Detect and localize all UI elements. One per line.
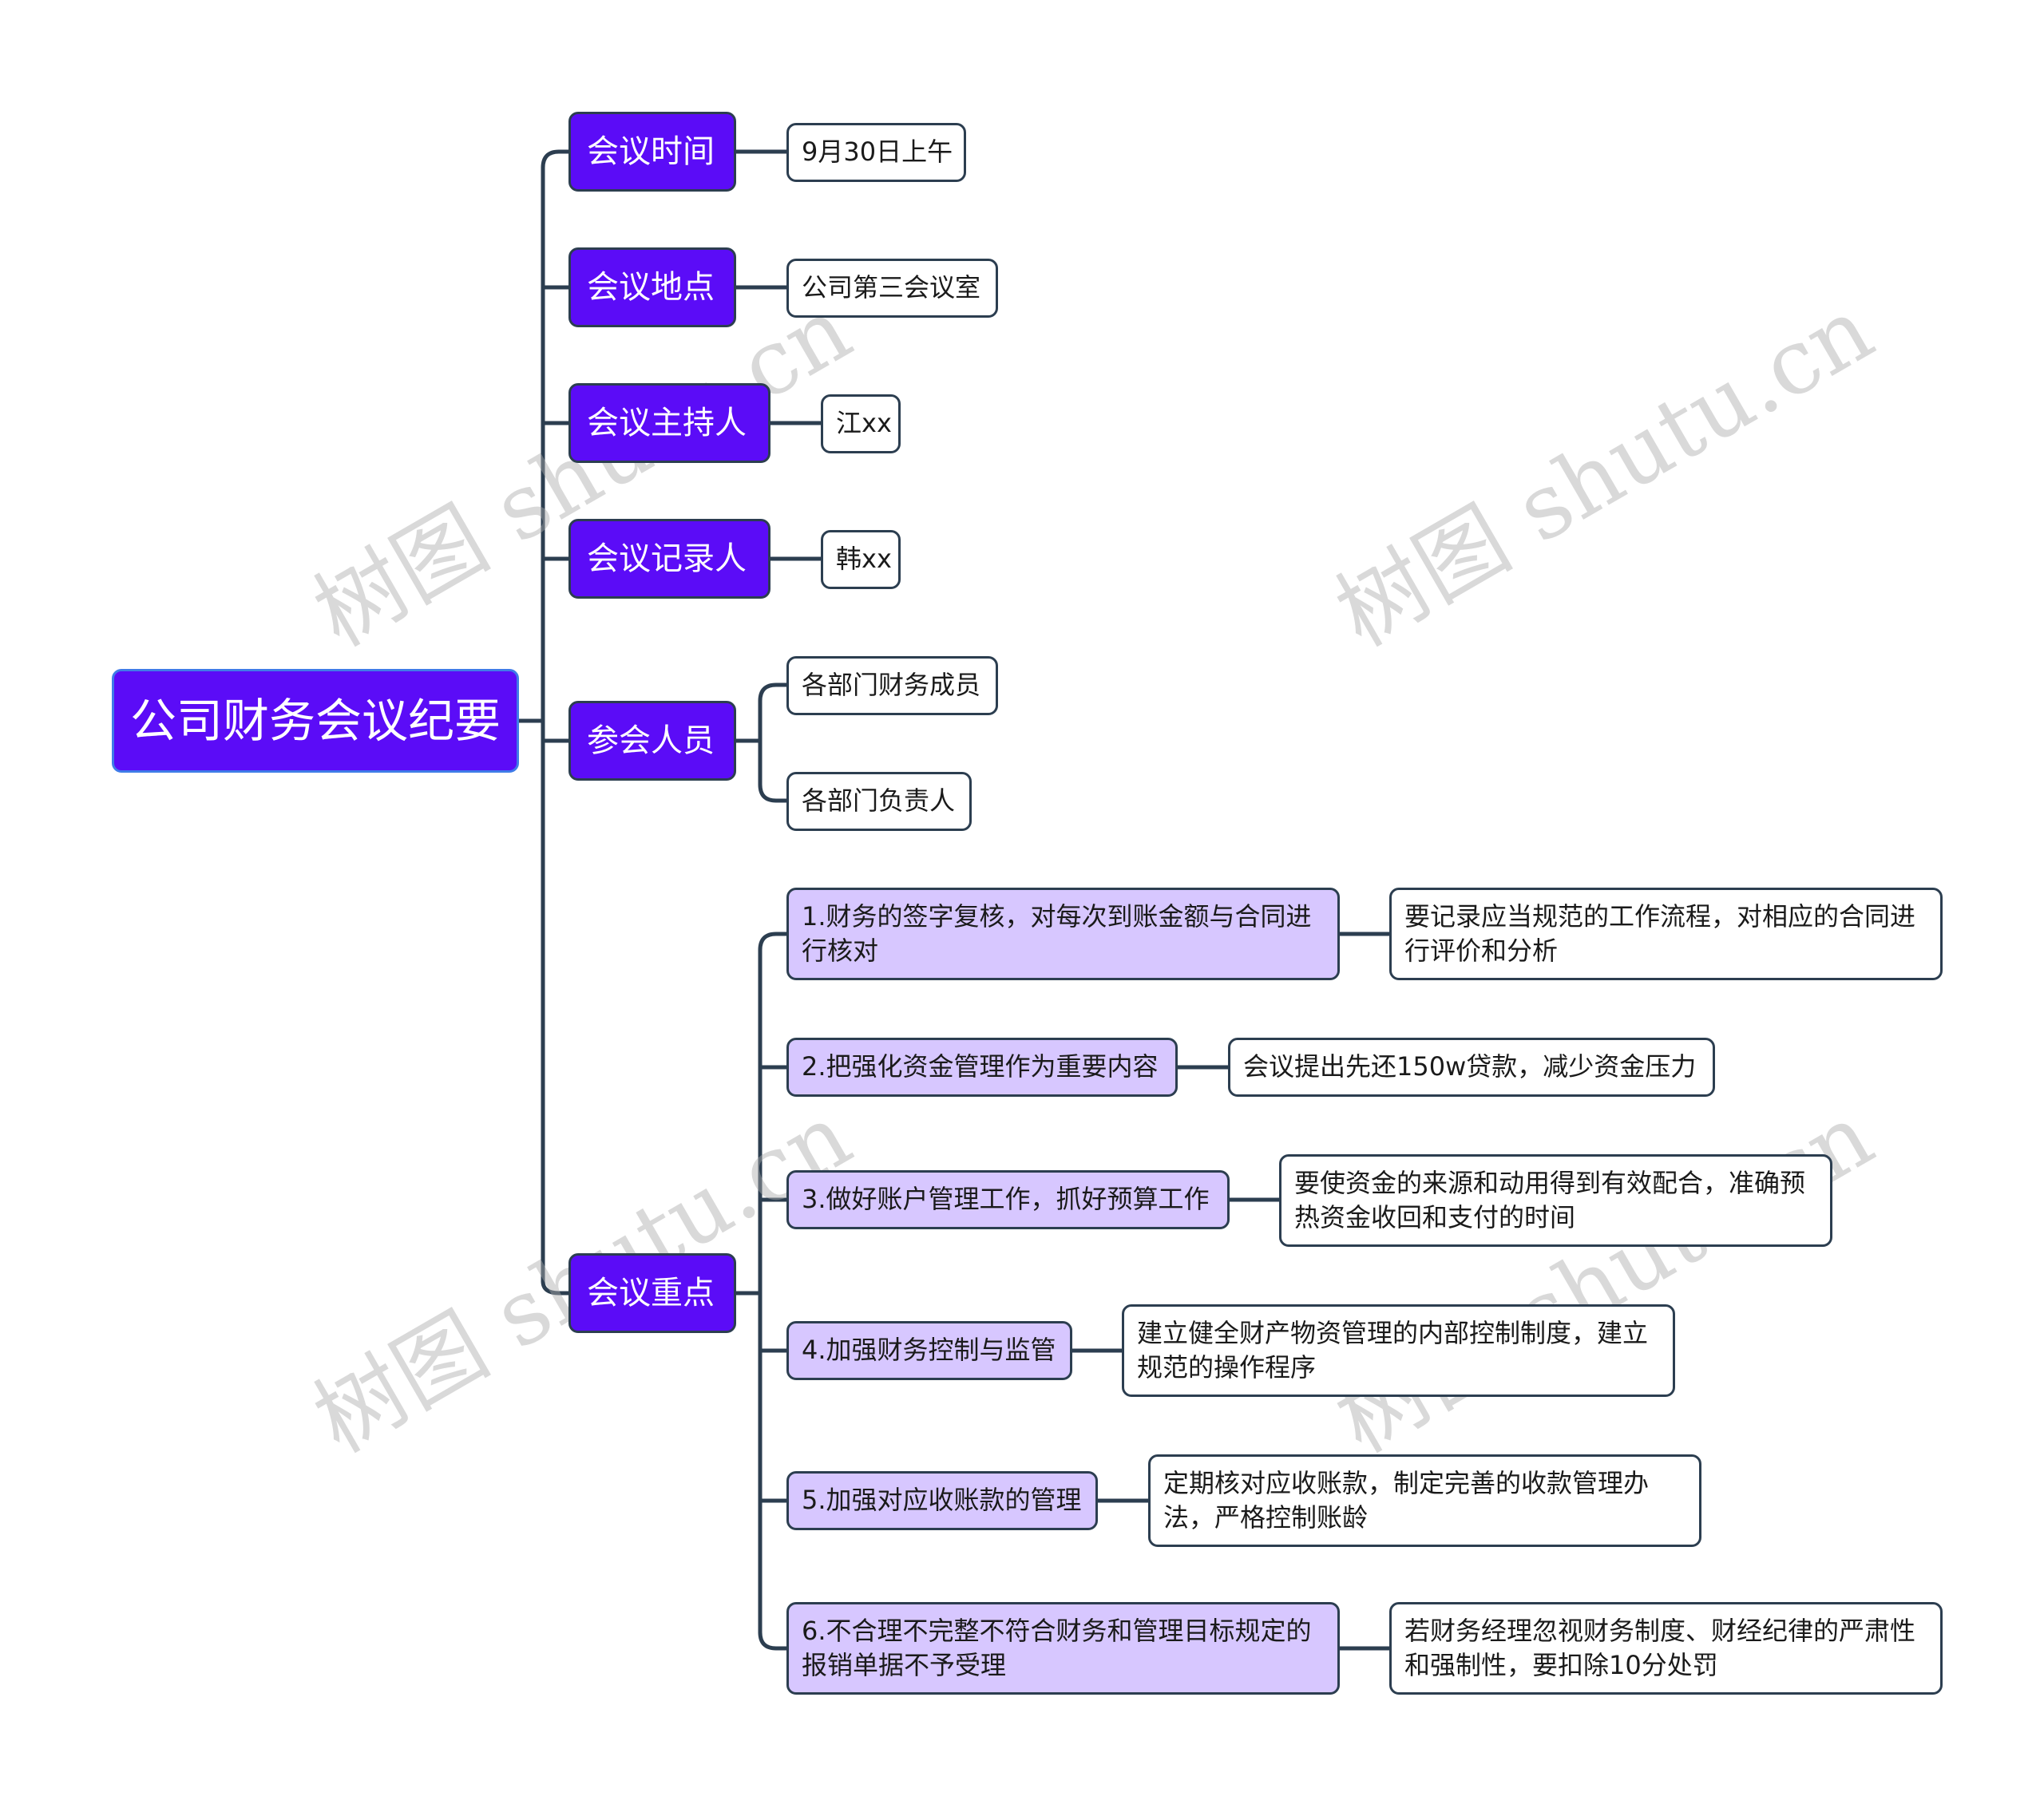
key-point-item[interactable]: 2.把强化资金管理作为重要内容 — [786, 1038, 1178, 1097]
connector-kp-1 — [758, 932, 789, 952]
branch-meeting-time[interactable]: 会议时间 — [568, 112, 736, 192]
key-point-item[interactable]: 4.加强财务控制与监管 — [786, 1321, 1072, 1380]
key-point-detail[interactable]: 要记录应当规范的工作流程，对相应的合同进行评价和分析 — [1389, 888, 1943, 980]
key-point-item[interactable]: 6.不合理不完整不符合财务和管理目标规定的报销单据不予受理 — [786, 1602, 1340, 1695]
connector-attendees-2 — [758, 738, 789, 803]
connector-attendees-1 — [758, 682, 789, 743]
key-point-detail[interactable]: 要使资金的来源和动用得到有效配合，准确预热资金收回和支付的时间 — [1279, 1154, 1832, 1247]
leaf-meeting-place[interactable]: 公司第三会议室 — [786, 259, 998, 318]
key-point-item[interactable]: 5.加强对应收账款的管理 — [786, 1471, 1098, 1530]
key-point-detail[interactable]: 若财务经理忽视财务制度、财经纪律的严肃性和强制性，要扣除10分处罚 — [1389, 1602, 1943, 1695]
branch-key-points[interactable]: 会议重点 — [568, 1253, 736, 1333]
key-point-detail[interactable]: 会议提出先还150w贷款，减少资金压力 — [1228, 1038, 1715, 1097]
key-point-item[interactable]: 3.做好账户管理工作，抓好预算工作 — [786, 1170, 1230, 1229]
key-point-detail[interactable]: 建立健全财产物资管理的内部控制制度，建立规范的操作程序 — [1122, 1304, 1675, 1397]
leaf-attendee-item[interactable]: 各部门负责人 — [786, 772, 972, 831]
leaf-meeting-host[interactable]: 江xx — [821, 394, 901, 453]
connector-keypoints — [541, 1279, 571, 1296]
branch-meeting-place[interactable]: 会议地点 — [568, 247, 736, 327]
key-point-item[interactable]: 1.财务的签字复核，对每次到账金额与合同进行核对 — [786, 888, 1340, 980]
leaf-attendee-item[interactable]: 各部门财务成员 — [786, 656, 998, 715]
branch-attendees[interactable]: 参会人员 — [568, 701, 736, 781]
leaf-meeting-time[interactable]: 9月30日上午 — [786, 123, 966, 182]
connector-kp-6 — [758, 1630, 789, 1651]
key-point-detail[interactable]: 定期核对应收账款，制定完善的收款管理办法，严格控制账龄 — [1148, 1454, 1701, 1547]
leaf-meeting-recorder[interactable]: 韩xx — [821, 530, 901, 589]
connector-time — [541, 149, 571, 170]
root-topic[interactable]: 公司财务会议纪要 — [112, 669, 519, 773]
branch-meeting-recorder[interactable]: 会议记录人 — [568, 519, 770, 599]
branch-meeting-host[interactable]: 会议主持人 — [568, 383, 770, 463]
